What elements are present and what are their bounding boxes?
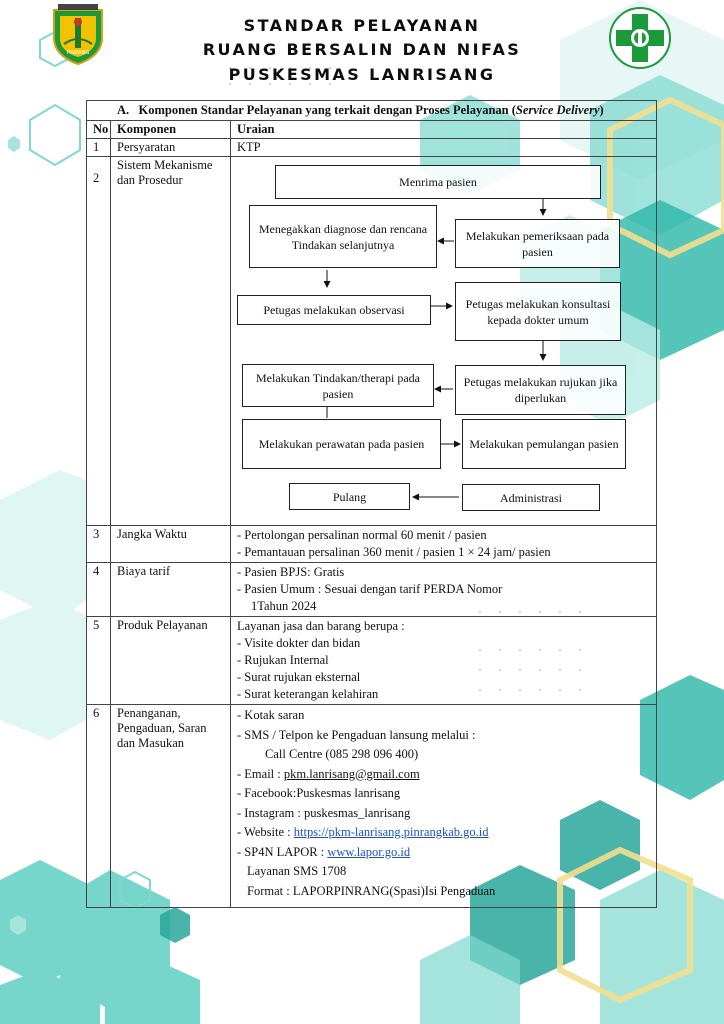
row-uraian: Layanan jasa dan barang berupa : - Visit… (230, 616, 657, 705)
row-uraian: - Pasien BPJS: Gratis - Pasien Umum : Se… (230, 562, 657, 617)
table-header-row: No Komponen Uraian (86, 120, 657, 139)
list-item: - Pemantauan persalinan 360 menit / pasi… (237, 545, 551, 559)
list-item: - Visite dokter dan bidan (237, 636, 361, 650)
header-no: No (86, 120, 111, 139)
title-line-2: RUANG BERSALIN DAN NIFAS (202, 40, 522, 59)
header-uraian: Uraian (230, 120, 657, 139)
table-row: 3 Jangka Waktu - Pertolongan persalinan … (86, 525, 657, 563)
list-item: Format : LAPORPINRANG(Spasi)Isi Pengadua… (247, 883, 496, 898)
call-centre: Call Centre (085 298 096 400) (265, 747, 419, 761)
list-item: - Surat keterangan kelahiran (237, 687, 379, 701)
header-komponen: Komponen (110, 120, 231, 139)
row-number: 4 (86, 562, 111, 617)
row-number: 3 (86, 525, 111, 563)
list-item: - Website : https://pkm-lanrisang.pinran… (237, 825, 489, 839)
table-row: 2 Sistem Mekanisme dan Prosedur (86, 156, 657, 526)
row-uraian: KTP (230, 138, 657, 157)
list-item: - Instagram : puskesmas_lanrisang (237, 805, 411, 820)
service-standard-table-wrapper: A. Komponen Standar Pelayanan yang terka… (86, 100, 657, 908)
title-line-3: PUSKESMAS LANRISANG (228, 65, 496, 84)
procedure-flowchart: Menrima pasien Melakukan pemeriksaan pad… (231, 157, 656, 525)
table-row: 1 Persyaratan KTP (86, 138, 657, 157)
service-standard-table: A. Komponen Standar Pelayanan yang terka… (86, 100, 657, 908)
pinrang-regency-logo: PINRANG (53, 4, 103, 66)
flow-perawatan: Melakukan perawatan pada pasien (242, 419, 441, 469)
logo-text: PINRANG (67, 50, 90, 56)
flow-pemeriksaan: Melakukan pemeriksaan pada pasien (455, 219, 620, 268)
row-komponen: Sistem Mekanisme dan Prosedur (110, 156, 231, 526)
row-uraian: - Kotak saran - SMS / Telpon ke Pengadua… (230, 704, 657, 908)
list-item: - SP4N LAPOR : www.lapor.go.id (237, 844, 411, 859)
list-item: - SMS / Telpon ke Pengaduan lansung mela… (237, 727, 476, 742)
row-uraian: - Pertolongan persalinan normal 60 menit… (230, 525, 657, 563)
lapor-link[interactable]: www.lapor.go.id (327, 844, 411, 859)
table-row: 6 Penanganan, Pengaduan, Saran dan Masuk… (86, 704, 657, 908)
table-row: 5 Produk Pelayanan Layanan jasa dan bara… (86, 616, 657, 705)
section-heading: A. Komponen Standar Pelayanan yang terka… (86, 100, 657, 121)
website-link[interactable]: https://pkm-lanrisang.pinrangkab.go.id (293, 825, 489, 839)
puskesmas-logo (609, 7, 671, 69)
list-item: Layanan jasa dan barang berupa : (237, 619, 405, 633)
list-item: - Kotak saran (237, 708, 305, 722)
row-komponen: Biaya tarif (110, 562, 231, 617)
list-item: 1Tahun 2024 (251, 599, 317, 613)
flow-tindakan: Melakukan Tindakan/therapi pada pasien (242, 364, 434, 407)
flow-konsultasi: Petugas melakukan konsultasi kepada dokt… (455, 282, 621, 341)
row-komponen: Penanganan, Pengaduan, Saran dan Masukan (110, 704, 231, 908)
row-number: 5 (86, 616, 111, 705)
list-item: - Rujukan Internal (237, 653, 329, 667)
flow-administrasi: Administrasi (462, 484, 600, 511)
email-link[interactable]: pkm.lanrisang@gmail.com (283, 766, 420, 781)
list-item: - Pasien Umum : Sesuai dengan tarif PERD… (237, 582, 503, 596)
table-row: 4 Biaya tarif - Pasien BPJS: Gratis - Pa… (86, 562, 657, 617)
list-item: - Pasien BPJS: Gratis (237, 565, 345, 579)
flow-observasi: Petugas melakukan observasi (237, 295, 431, 325)
row-komponen: Produk Pelayanan (110, 616, 231, 705)
list-item: - Facebook:Puskesmas lanrisang (237, 786, 401, 800)
title-line-1: STANDAR PELAYANAN (243, 16, 481, 35)
list-item: Layanan SMS 1708 (247, 864, 347, 878)
flow-pulang: Pulang (289, 483, 410, 510)
flow-rujukan: Petugas melakukan rujukan jika diperluka… (455, 365, 626, 415)
list-item: - Surat rujukan eksternal (237, 670, 361, 684)
flowchart-arrows (323, 199, 547, 501)
row-komponen: Persyaratan (110, 138, 231, 157)
flow-pemulangan: Melakukan pemulangan pasien (462, 419, 626, 469)
list-item: - Pertolongan persalinan normal 60 menit… (237, 528, 487, 542)
row-komponen: Jangka Waktu (110, 525, 231, 563)
list-item: - Email : pkm.lanrisang@gmail.com (237, 766, 420, 781)
row-number: 1 (86, 138, 111, 157)
flow-diagnose: Menegakkan diagnose dan rencana Tindakan… (249, 205, 437, 268)
flow-menerima-pasien: Menrima pasien (275, 165, 601, 199)
row-number: 2 (86, 156, 111, 526)
procedure-flowchart-cell: Menrima pasien Melakukan pemeriksaan pad… (230, 156, 657, 526)
row-number: 6 (86, 704, 111, 908)
